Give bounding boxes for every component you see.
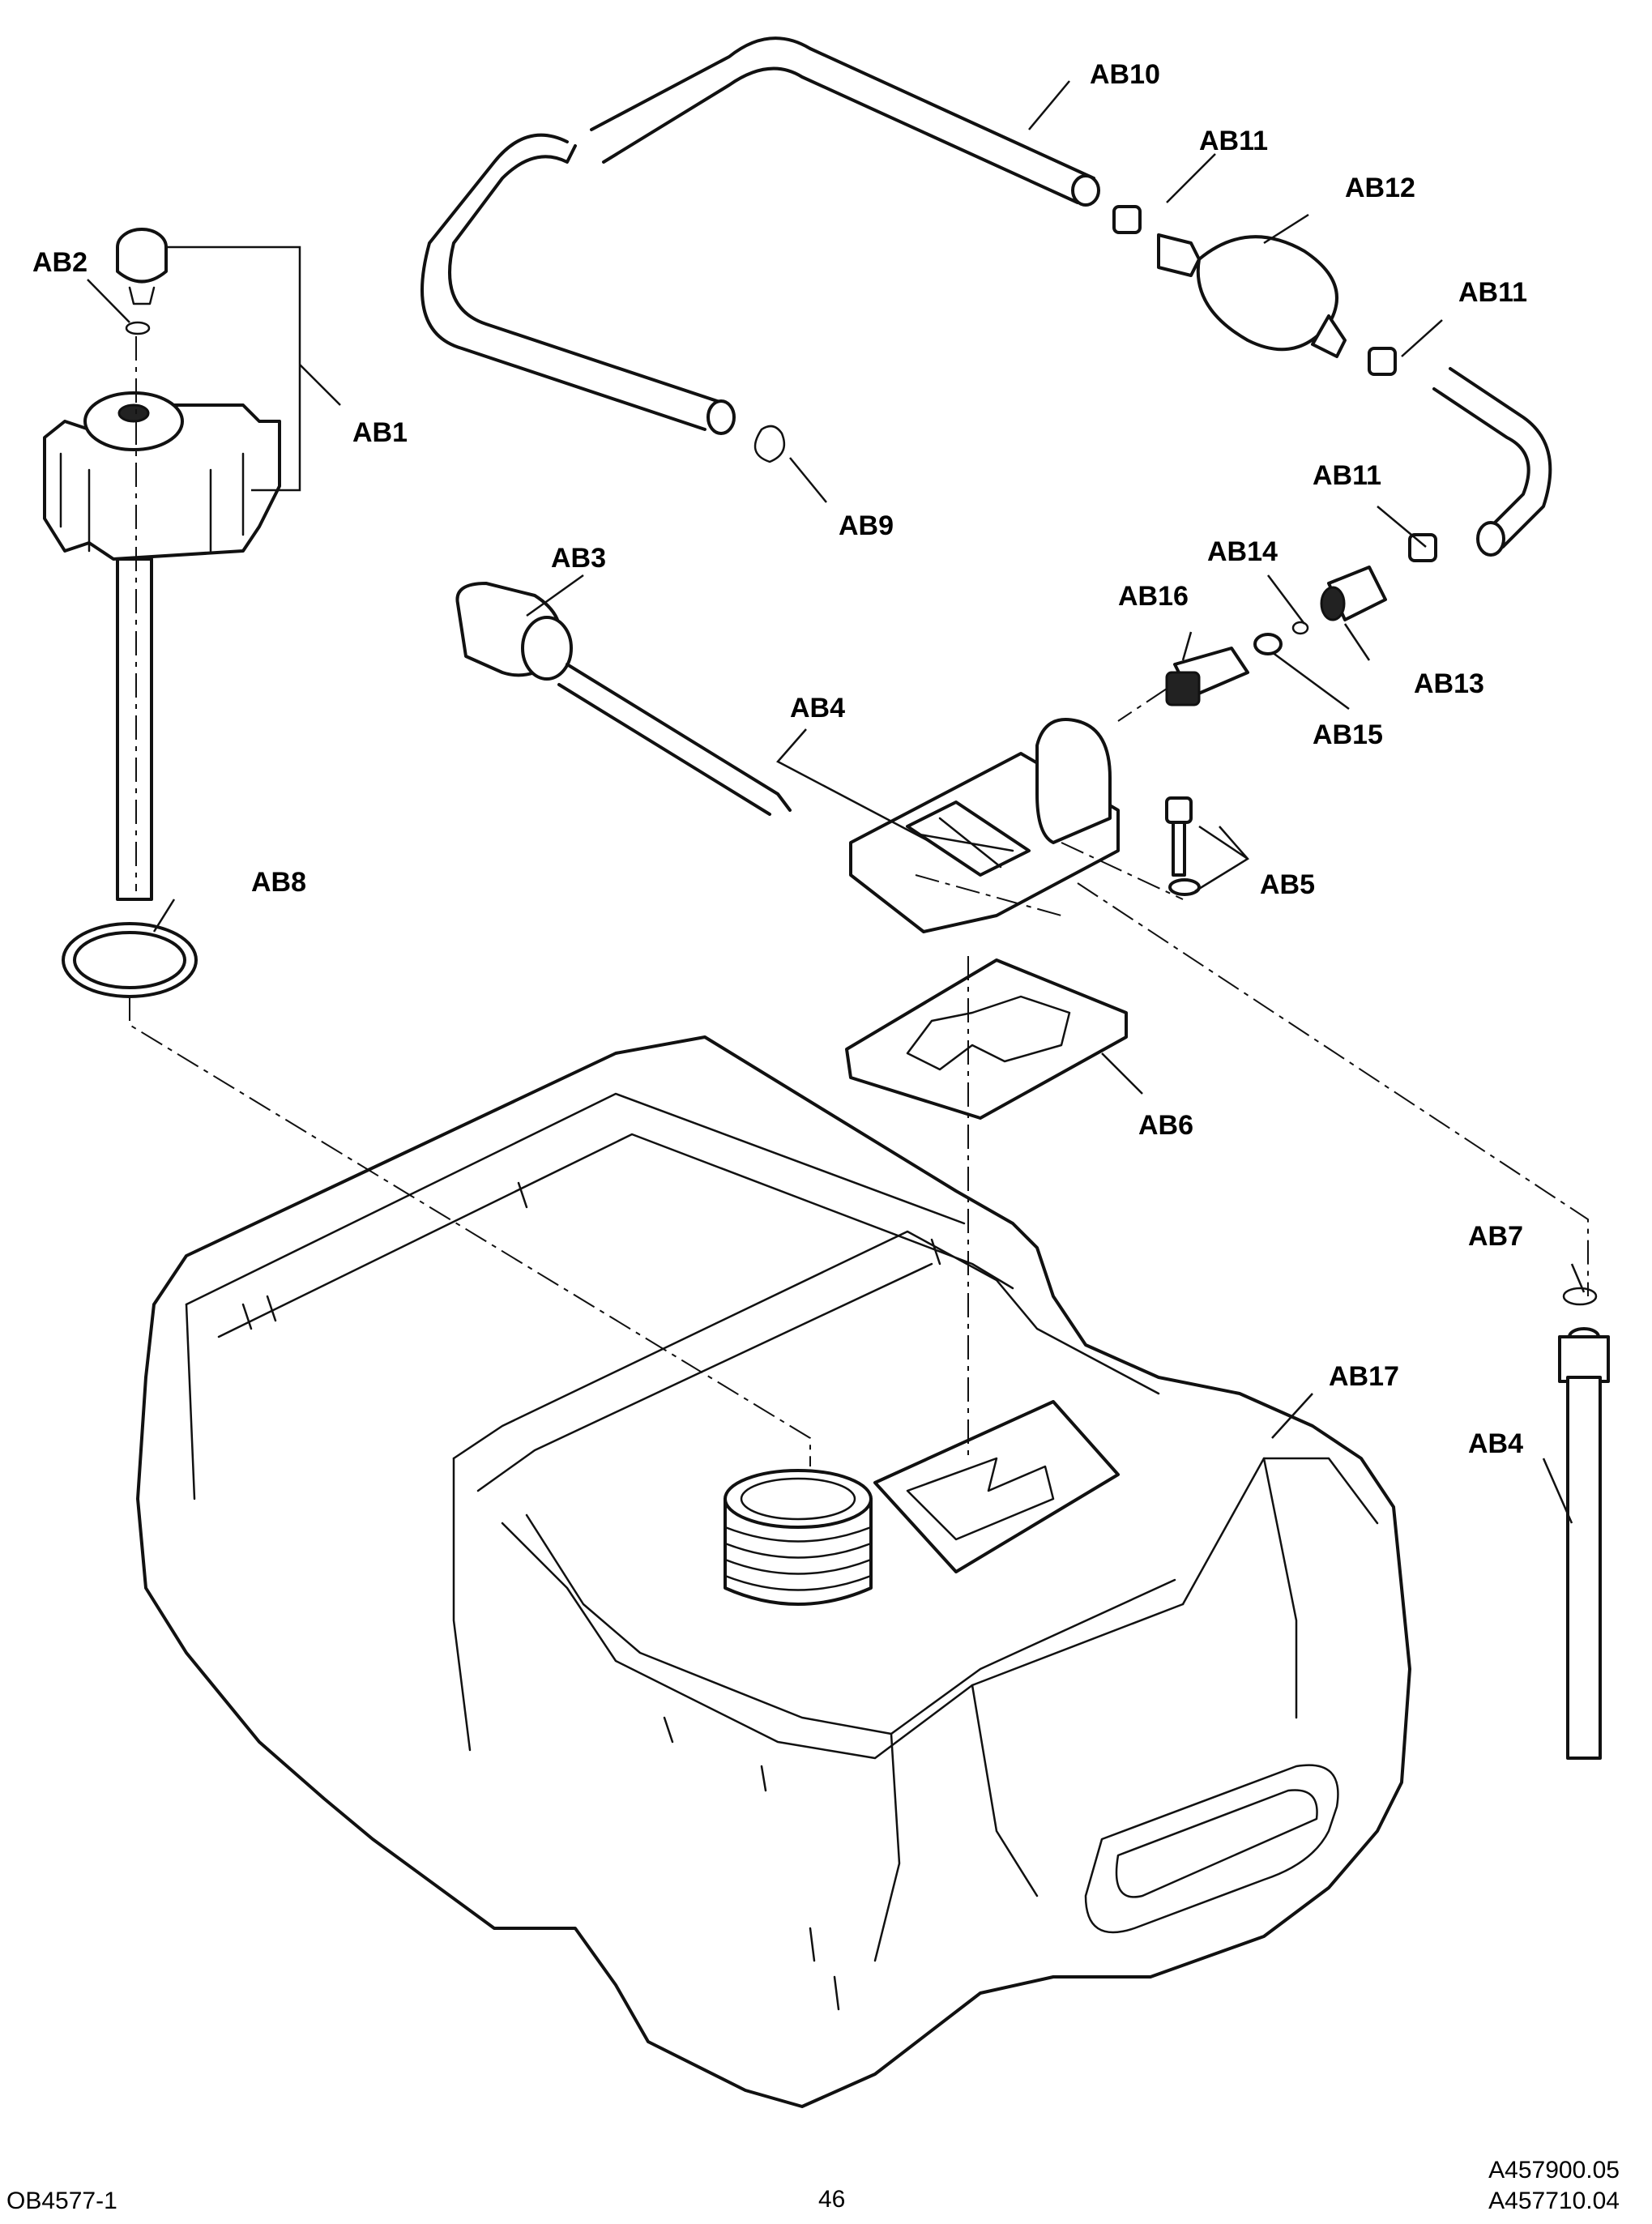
gasket (845, 958, 1128, 1120)
drawing-code: OB4577-1 (6, 2188, 117, 2214)
label-ab16: AB16 (1118, 581, 1189, 612)
label-ab17: AB17 (1329, 1361, 1399, 1392)
label-ab9: AB9 (839, 510, 894, 541)
label-ab10: AB10 (1090, 59, 1160, 90)
label-ab12: AB12 (1345, 173, 1415, 203)
label-ab11-right: AB11 (1458, 277, 1527, 308)
alignment-lines (129, 336, 1589, 1466)
label-ab1: AB1 (352, 417, 408, 448)
label-ab2: AB2 (32, 247, 88, 278)
fuel-hose (420, 36, 1100, 463)
part-code-1: A457900.05 (1488, 2157, 1620, 2183)
label-ab13: AB13 (1414, 668, 1484, 699)
primer-bulb-assembly (1112, 205, 1552, 706)
label-ab11-lower: AB11 (1313, 460, 1381, 491)
leader-lines (87, 80, 1586, 1524)
label-ab8: AB8 (251, 867, 306, 898)
label-ab3: AB3 (551, 543, 606, 574)
label-ab6: AB6 (1138, 1110, 1193, 1141)
pickup-tube (1558, 1287, 1610, 1760)
label-ab15: AB15 (1313, 719, 1383, 750)
large-o-ring (62, 922, 198, 998)
label-ab11-top: AB11 (1199, 126, 1268, 156)
label-ab5: AB5 (1260, 869, 1315, 900)
part-labels: AB10 AB11 AB12 AB11 AB11 AB14 AB16 AB13 … (32, 59, 1527, 1459)
part-codes: A457900.05 A457710.04 (1488, 2155, 1620, 2217)
label-ab14: AB14 (1207, 536, 1278, 567)
sender-plate-assembly (455, 582, 1201, 933)
part-code-2: A457710.04 (1488, 2188, 1620, 2214)
label-ab4-top: AB4 (790, 693, 845, 724)
label-ab4-tube: AB4 (1468, 1428, 1523, 1459)
filler-cap-gauge (43, 228, 281, 901)
page-number: 46 (818, 2186, 846, 2213)
label-ab7: AB7 (1468, 1221, 1523, 1252)
fuel-tank (136, 1035, 1411, 2108)
